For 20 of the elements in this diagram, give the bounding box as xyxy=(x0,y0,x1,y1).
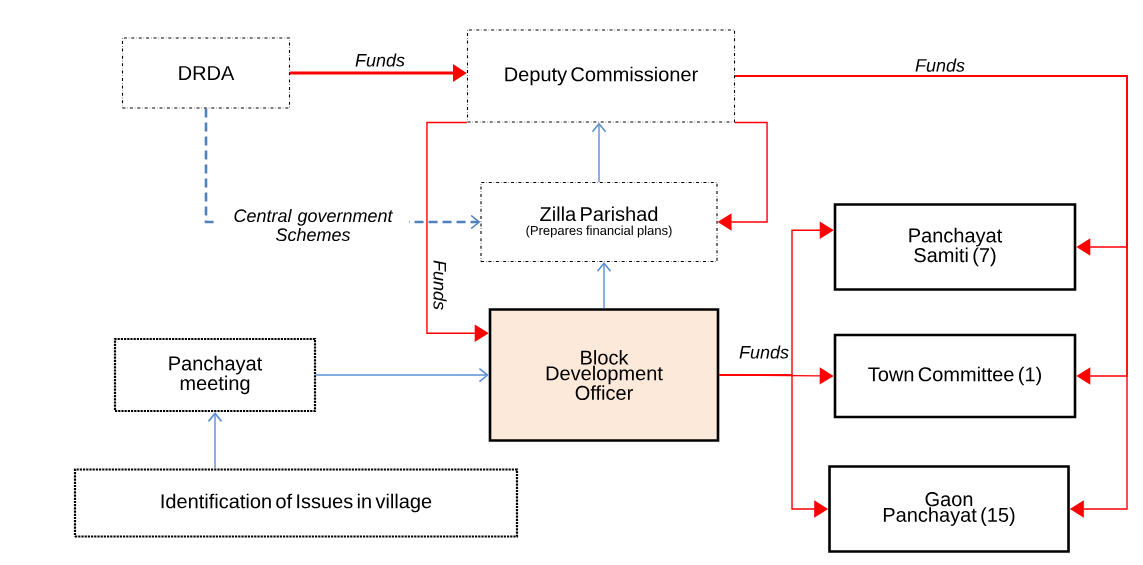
arrow xyxy=(591,122,607,183)
process-box: DRDA xyxy=(121,37,291,109)
process-box: Panchayat Samiti (7) xyxy=(833,203,1077,291)
process-box: Panchayat meeting xyxy=(113,337,317,413)
arrow xyxy=(426,121,489,342)
process-box: Deputy Commissioner xyxy=(466,29,736,123)
process-box: Gaon Panchayat (15) xyxy=(828,465,1070,553)
edge-label: Funds xyxy=(915,58,965,72)
edge-label: Funds xyxy=(739,345,789,359)
arrow xyxy=(315,367,489,383)
process-box: Zilla Parishad (Prepares financial plans) xyxy=(480,181,718,263)
edge-label: Central government Schemes xyxy=(217,207,409,243)
arrow xyxy=(207,412,223,470)
edge-label: Funds xyxy=(433,260,447,310)
process-box: Town Committee (1) xyxy=(833,333,1077,419)
process-box: Block Development Officer xyxy=(488,308,720,442)
process-box: Identification of Issues in village xyxy=(73,468,519,538)
edge-label: Funds xyxy=(355,53,405,67)
arrow xyxy=(734,75,1128,518)
arrow xyxy=(596,262,612,309)
